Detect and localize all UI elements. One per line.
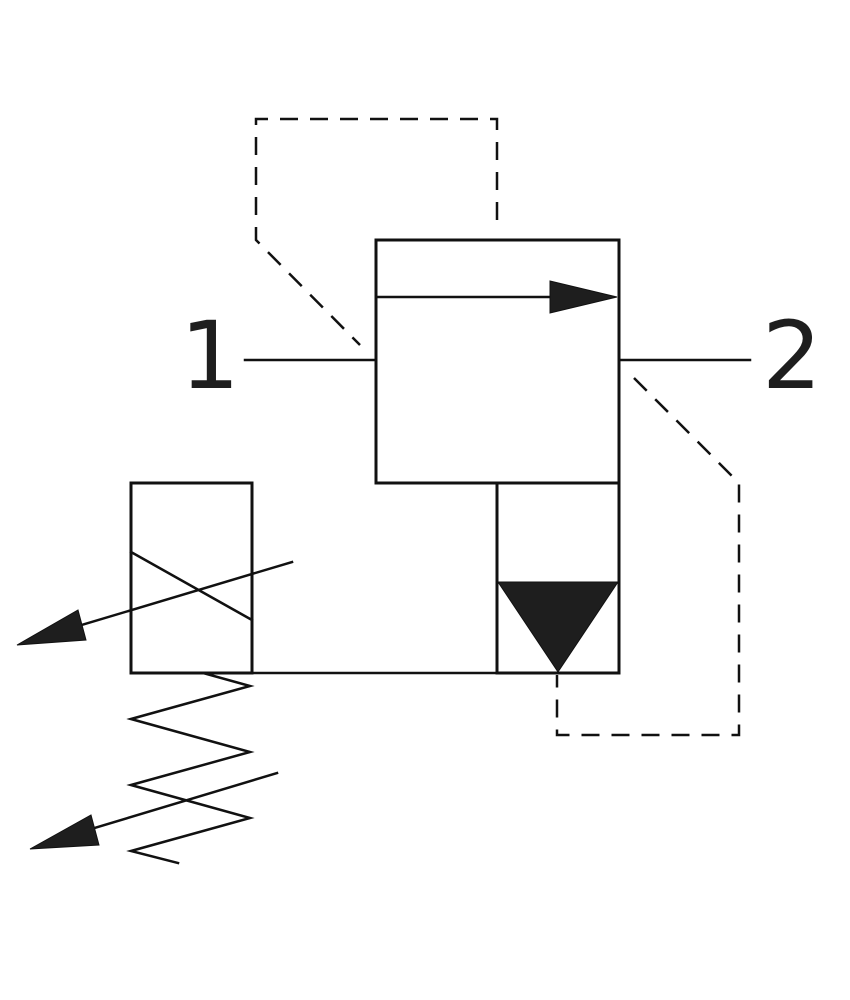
pilot-line-inlet [254,117,499,346]
solenoid-winding-line [129,550,254,622]
pilot-line-outlet [555,377,741,737]
check-valve-triangle-icon [497,581,619,673]
spring-icon [126,671,255,865]
port-2-label: 2 [762,302,822,411]
solenoid-variable-line [73,560,294,629]
solenoid-box [129,481,254,675]
solenoid-arrow-icon [16,609,87,646]
check-valve-box [495,481,621,675]
spring-arrow-icon [29,814,100,850]
main-valve-envelope [374,238,621,485]
port-1-label: 1 [180,302,240,411]
spring-variable-line [86,771,279,832]
flow-arrow-icon [549,280,618,314]
